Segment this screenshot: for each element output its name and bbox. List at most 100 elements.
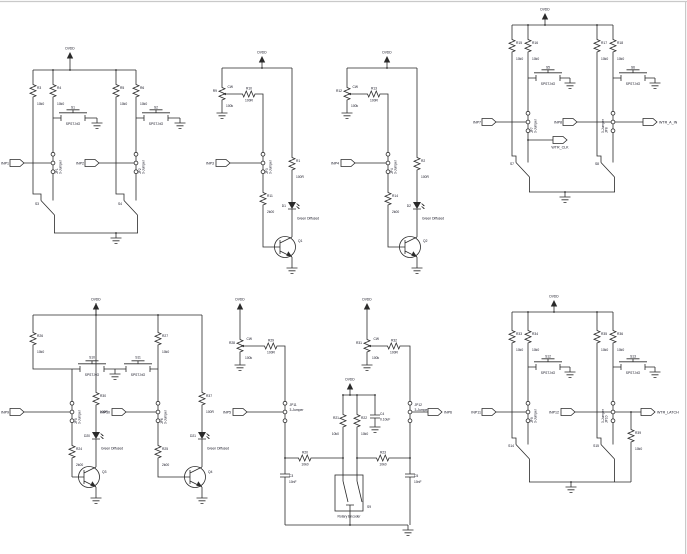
ground-symbol (216, 107, 228, 119)
ref-s13: S13 (630, 355, 636, 359)
val-r34: 10k0 (532, 348, 539, 352)
resistor-R37 (198, 389, 206, 409)
wires-top-left (24, 64, 180, 234)
ground-symbol (369, 421, 381, 434)
ref-r6: R6 (140, 86, 144, 90)
port-flag-inp3 (215, 159, 231, 167)
ref-r26: R26 (37, 334, 43, 338)
power-flag-dvdd (363, 302, 371, 316)
power-net-label: DVDD (91, 298, 101, 302)
pushbutton-S13 (612, 358, 654, 371)
ref-r25: R25 (162, 447, 168, 451)
pushbutton-S11 (117, 360, 159, 373)
ref-r13: R13 (371, 87, 377, 91)
power-flag-dvdd (66, 51, 74, 65)
jumper-JP10 (610, 399, 616, 425)
val-r4: 10k0 (57, 102, 64, 106)
resistor-R36 (609, 327, 617, 347)
port-label-wtr-clk: WTR_CLK (551, 146, 569, 150)
type-d21: Green Diffused (207, 447, 229, 451)
type-s11: SPST-NO (131, 373, 146, 377)
ref-r22: R22 (361, 416, 367, 420)
ref-r4: R4 (57, 86, 61, 90)
ref-d21: D21 (190, 434, 196, 438)
ref-r1: R1 (296, 159, 300, 163)
type-jp4: 3-Jumper (394, 159, 398, 174)
power-net-label: DVDD (362, 298, 372, 302)
jumper-JP12 (407, 399, 413, 425)
jumper-JP11 (282, 399, 288, 425)
port-label-inp7: INP7 (473, 121, 481, 125)
pushbutton-S1 (52, 109, 94, 122)
type-jp6: 3-Jumper (164, 409, 168, 424)
ref-s12: S12 (545, 355, 551, 359)
resistor-R4 (49, 81, 57, 101)
resistor-R10 (239, 90, 259, 98)
val-r26: 10k0 (37, 350, 44, 354)
pushbutton-S10 (71, 360, 113, 373)
ground-symbol (649, 77, 661, 89)
ground-symbol (565, 481, 577, 494)
resistor-R20 (295, 454, 315, 462)
resistor-R1 (288, 154, 296, 174)
port-flag-inp11 (481, 408, 497, 416)
port-flag-inp1 (9, 159, 25, 167)
rotary-encoder-S9 (334, 474, 364, 512)
port-label-inp3: INP3 (206, 162, 214, 166)
port-flag-inp7 (481, 118, 497, 126)
val-r32: 100R (390, 351, 399, 355)
val-r29: 100R (267, 351, 276, 355)
val-r9: 100k (226, 104, 234, 108)
ref-jp1: JP1 (55, 168, 59, 174)
ground-symbol (174, 117, 186, 130)
marking-cw: CW (228, 85, 234, 89)
val-r36: 10k0 (617, 348, 624, 352)
ref-jp7: JP7 (530, 127, 534, 133)
val-r12: 100k (351, 104, 359, 108)
resistor-R3 (29, 81, 37, 101)
wires-bottom-left (24, 303, 203, 493)
switch-S14 (515, 439, 530, 465)
port-label-inp11: INP11 (471, 411, 481, 415)
resistor-R13 (364, 90, 384, 98)
switch-S4 (123, 195, 138, 221)
resistor-R27 (154, 329, 162, 349)
val-r13: 100R (370, 99, 379, 103)
ref-r17: R17 (601, 41, 607, 45)
resistor-R11 (259, 189, 267, 209)
resistor-R39 (627, 426, 635, 446)
power-net-label: DVDD (345, 378, 355, 382)
ref-s3: S3 (35, 202, 39, 206)
ref-r18: R18 (617, 41, 623, 45)
type-d20: Green Diffused (101, 447, 123, 451)
ref-s14: S14 (508, 444, 514, 448)
transistor-Q4 (177, 466, 206, 488)
power-net-label: DVDD (257, 51, 267, 55)
trimpot-R28 (236, 336, 247, 356)
val-r30: 100R (100, 410, 109, 414)
led-D2 (412, 199, 426, 213)
port-label-inp5: INP5 (223, 411, 231, 415)
power-flag-dvdd (258, 55, 266, 69)
ref-r37: R37 (206, 394, 212, 398)
val-c4: 0.10uF (380, 418, 390, 422)
ref-jp10: JP10 (605, 415, 609, 423)
type-jp8: 3-Jumper (601, 118, 605, 133)
pushbutton-S2 (135, 109, 177, 122)
resistor-R24 (68, 442, 76, 462)
ground-symbol (402, 524, 414, 536)
ref-jp5: JP5 (74, 418, 78, 424)
ground-symbol (109, 368, 121, 381)
val-r5: 10k0 (120, 102, 127, 106)
power-flag-dvdd (541, 12, 549, 26)
type-s9: Rotary Encoder (338, 515, 362, 519)
port-flag-inp9 (9, 408, 25, 416)
ref-r30: R30 (100, 394, 106, 398)
val-r35: 10k0 (601, 348, 608, 352)
ref-r33: R33 (516, 332, 522, 336)
power-flag-dvdd (550, 299, 558, 313)
val-r25: 2k00 (162, 463, 169, 467)
port-label-inp1: INP1 (1, 162, 9, 166)
ref-jp4: JP4 (390, 168, 394, 174)
ref-s15: S15 (593, 444, 599, 448)
